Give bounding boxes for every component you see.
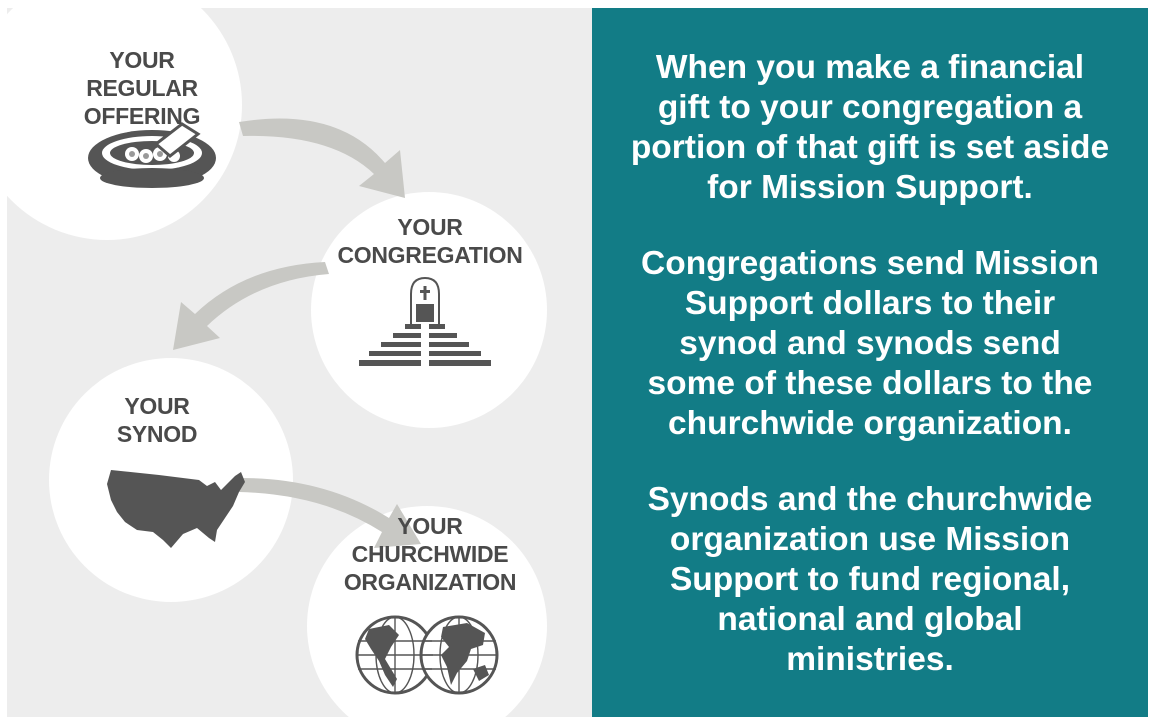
- flow-diagram: YOUR REGULAR OFFERING YOUR CONGREGATION …: [7, 8, 592, 717]
- explanation-paragraph-1: When you make a financial gift to your c…: [630, 49, 1110, 206]
- explanation-paragraph-3: Synods and the churchwide organization u…: [647, 481, 1093, 678]
- arrow-offering-to-congregation: [239, 118, 405, 198]
- arrow-synod-to-churchwide: [239, 478, 421, 548]
- explanation-paragraph-2: Congregations send Mission Support dolla…: [641, 245, 1099, 442]
- offering-plate-icon: [88, 122, 216, 188]
- step-label-congregation: YOUR CONGREGATION: [337, 214, 523, 268]
- arrow-congregation-to-synod: [173, 262, 329, 350]
- church-altar-icon: [359, 276, 491, 366]
- explanation-panel: When you make a financial gift to your c…: [592, 8, 1148, 717]
- step-label-churchwide: YOUR CHURCHWIDE ORGANIZATION: [343, 513, 517, 595]
- globe-icon: [355, 615, 499, 695]
- step-label-offering: YOUR REGULAR OFFERING: [83, 47, 201, 129]
- usa-map-icon: [107, 470, 245, 548]
- step-label-synod: YOUR SYNOD: [116, 393, 198, 447]
- churchwide-circle: [307, 506, 547, 717]
